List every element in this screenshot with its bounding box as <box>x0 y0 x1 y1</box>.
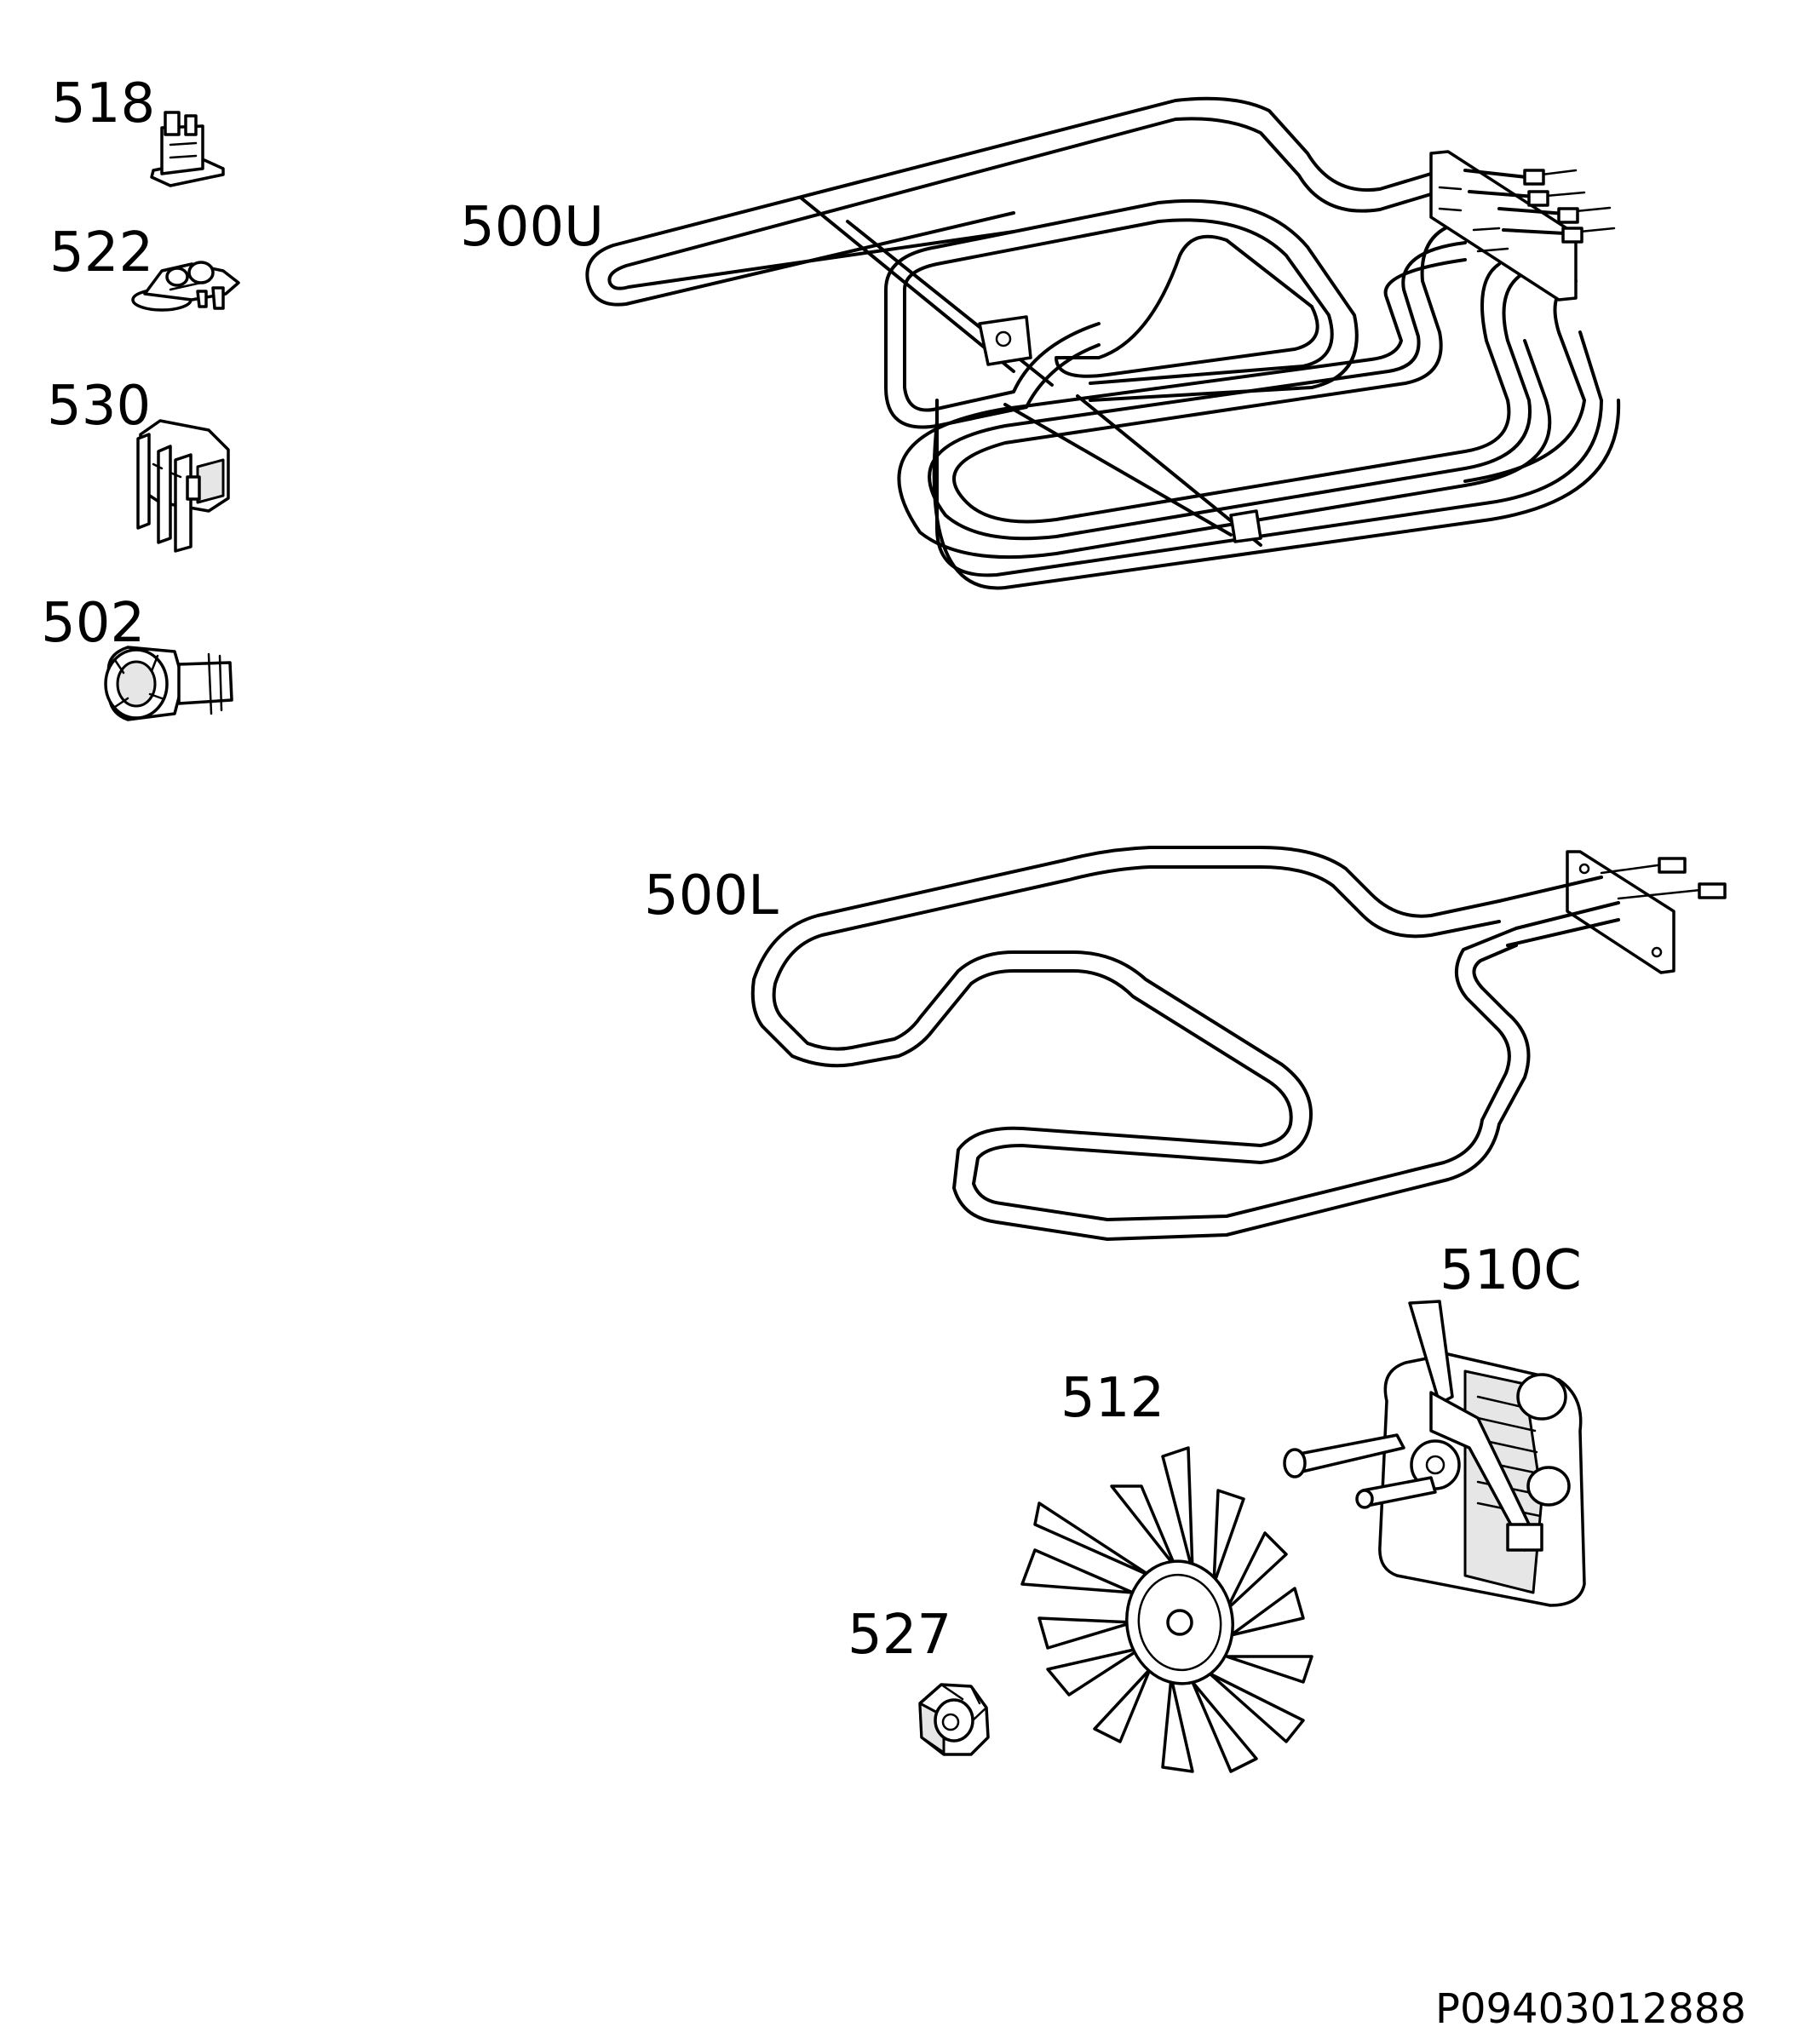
part-label-530: 530 <box>47 375 152 438</box>
part-label-502: 502 <box>41 592 146 655</box>
part-label-500U: 500U <box>460 196 604 259</box>
switch-bracket-icon <box>136 419 230 553</box>
part-label-512: 512 <box>1060 1367 1165 1430</box>
part-label-518: 518 <box>51 72 156 135</box>
upper-heating-element-icon <box>585 96 1621 590</box>
fan-nut-icon <box>918 1683 990 1756</box>
fan-motor-icon <box>1283 1300 1586 1607</box>
part-label-522: 522 <box>49 221 154 284</box>
fan-blade-icon <box>1020 1446 1313 1773</box>
diagram-code: P09403012888 <box>1435 1985 1746 2033</box>
part-label-527: 527 <box>848 1604 952 1667</box>
oven-lamp-icon <box>104 646 233 721</box>
thermal-cutout-icon <box>131 261 240 312</box>
part-label-510C: 510C <box>1440 1239 1582 1302</box>
thermostat-switch-icon <box>150 111 225 187</box>
part-label-500L: 500L <box>644 864 779 927</box>
lower-heating-element-icon <box>750 846 1727 1241</box>
